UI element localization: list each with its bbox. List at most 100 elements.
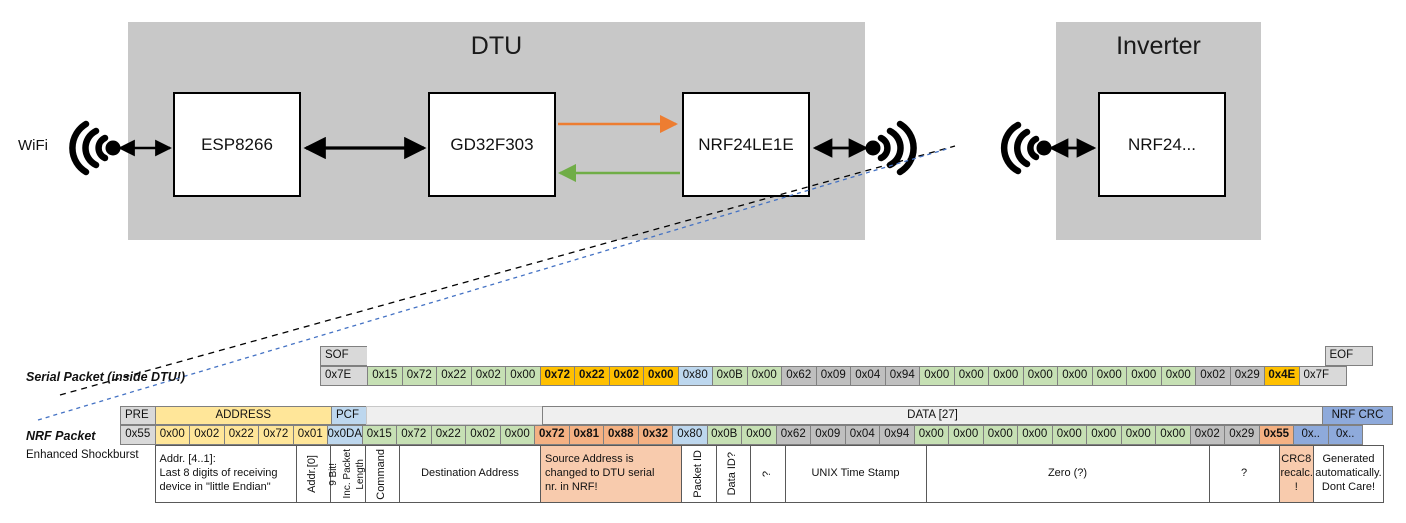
nrf-desc-line-1: changed to DTU serial — [545, 467, 655, 480]
nrf-byte-31: 0x02 — [1189, 425, 1225, 445]
nrf-byte-2: 0x02 — [189, 425, 225, 445]
nrf-desc-packet-length-line-2: Length — [355, 458, 366, 490]
nrf-desc-line-2: Dont Care! — [1321, 480, 1376, 493]
nrf-byte-12: 0x72 — [534, 425, 570, 445]
nrf-desc-line-0: Source Address is — [545, 453, 634, 466]
serial-byte-13: 0x09 — [815, 366, 851, 386]
serial-byte-25: 0x29 — [1229, 366, 1265, 386]
serial-byte-15: 0x94 — [884, 366, 920, 386]
nrf-desc-line-2: nr. in NRF! — [545, 480, 598, 493]
nrf-desc-addr-0-: Addr.[0] — [295, 445, 331, 503]
nrf-byte-21: 0x04 — [844, 425, 880, 445]
nrf-byte-24: 0x00 — [948, 425, 984, 445]
inverter-enclosure: Inverter — [1056, 22, 1261, 240]
serial-byte-23: 0x00 — [1160, 366, 1196, 386]
inverter-title: Inverter — [1116, 32, 1201, 60]
nrf-desc-line-1: recalc. — [1280, 467, 1313, 480]
serial-byte-20: 0x00 — [1057, 366, 1093, 386]
nrf-byte-8: 0x72 — [396, 425, 432, 445]
nrf-byte-22: 0x94 — [879, 425, 915, 445]
nrf-desc-command: Command — [364, 445, 400, 503]
serial-byte-9: 0x80 — [677, 366, 713, 386]
nrf-byte-28: 0x00 — [1086, 425, 1122, 445]
nrf-byte-9: 0x22 — [430, 425, 466, 445]
nrf-desc-line-1: Last 8 digits of receiving — [159, 467, 278, 480]
nrf-byte-25: 0x00 — [982, 425, 1018, 445]
nrf-byte-33: 0x55 — [1258, 425, 1294, 445]
nrf-byte-32: 0x29 — [1224, 425, 1260, 445]
serial-byte-6: 0x22 — [574, 366, 610, 386]
nrf-desc-label: Data ID? — [726, 452, 739, 496]
chip-nrf24le1e-label: NRF24LE1E — [698, 134, 794, 154]
nrf-desc-packet-length-line-0: 9 Bit! — [328, 462, 339, 486]
nrf-byte-15: 0x32 — [637, 425, 673, 445]
nrf-desc-data-id-: Data ID? — [715, 445, 751, 503]
nrf-desc-blank — [120, 445, 156, 503]
serial-byte-8: 0x00 — [643, 366, 679, 386]
serial-byte-12: 0x62 — [781, 366, 817, 386]
serial-byte-11: 0x00 — [746, 366, 782, 386]
serial-sof-value: 0x7E — [320, 366, 368, 386]
nrf-byte-7: 0x15 — [361, 425, 397, 445]
nrf-byte-13: 0x81 — [568, 425, 604, 445]
nrf-byte-6: 0x0DA — [327, 425, 363, 445]
nrf-byte-1: 0x00 — [154, 425, 190, 445]
nrf-byte-35: 0x.. — [1327, 425, 1363, 445]
nrf-desc-line-0: CRC8 — [1281, 453, 1312, 466]
nrf-desc-label: ? — [760, 470, 773, 478]
nrf-byte-27: 0x00 — [1051, 425, 1087, 445]
serial-header-gap — [367, 346, 1326, 366]
nrf-byte-0: 0x55 — [120, 425, 156, 445]
nrf-byte-5: 0x01 — [292, 425, 328, 445]
nrf-byte-14: 0x88 — [603, 425, 639, 445]
nrf-desc-line-0: UNIX Time Stamp — [811, 467, 900, 480]
nrf-desc-line-0: Generated — [1322, 453, 1375, 466]
serial-byte-17: 0x00 — [953, 366, 989, 386]
nrf-desc-label: Command — [375, 448, 388, 500]
nrf-desc-packet-id: Packet ID — [681, 445, 717, 503]
packet-tables: Serial Packet (inside DTU!) NRF Packet E… — [0, 330, 1406, 523]
nrf-header-spacer-3 — [365, 406, 543, 425]
nrf-byte-26: 0x00 — [1017, 425, 1053, 445]
serial-eof-value: 0x7F — [1298, 366, 1347, 386]
nrf-byte-29: 0x00 — [1120, 425, 1156, 445]
nrf-desc-destination-address: Destination Address — [399, 445, 541, 503]
nrf-packet-label: NRF Packet — [26, 429, 96, 443]
nrf-desc-packet-length-line-1: Inc. Packet — [341, 449, 353, 499]
chip-gd32f303: GD32F303 — [428, 92, 556, 197]
nrf-desc-line-0: Addr. [4..1]: — [159, 453, 216, 466]
serial-packet-label: Serial Packet (inside DTU!) — [26, 370, 186, 384]
serial-eof-header: EOF — [1324, 346, 1373, 366]
nrf-header-pre: PRE — [120, 406, 156, 425]
nrf-header-address: ADDRESS — [154, 406, 332, 425]
nrf-desc-: ? — [1208, 445, 1280, 503]
nrf-byte-19: 0x62 — [775, 425, 811, 445]
nrf-byte-3: 0x22 — [223, 425, 259, 445]
nrf-desc-line-0: Zero (?) — [1047, 467, 1088, 480]
dtu-title: DTU — [470, 32, 523, 60]
block-diagram: DTU ESP8266 GD32F303 NRF24LE1E Inverter … — [18, 22, 1261, 240]
nrf-desc-zero: Zero (?) — [925, 445, 1210, 503]
chip-nrf24le1e: NRF24LE1E — [682, 92, 810, 197]
serial-byte-19: 0x00 — [1022, 366, 1058, 386]
serial-byte-2: 0x22 — [436, 366, 472, 386]
nrf-byte-23: 0x00 — [913, 425, 949, 445]
nrf-desc-line-2: device in "little Endian" — [159, 480, 271, 493]
chip-nrf24-label: NRF24... — [1127, 134, 1197, 154]
nrf-byte-34: 0x.. — [1293, 425, 1329, 445]
serial-byte-24: 0x02 — [1195, 366, 1231, 386]
nrf-byte-4: 0x72 — [258, 425, 294, 445]
serial-byte-18: 0x00 — [988, 366, 1024, 386]
nrf-desc-label: Addr.[0] — [306, 455, 319, 493]
nrf-desc-label: Packet ID — [691, 450, 704, 498]
nrf-desc-unix-time-stamp: UNIX Time Stamp — [784, 445, 927, 503]
serial-byte-16: 0x00 — [919, 366, 955, 386]
